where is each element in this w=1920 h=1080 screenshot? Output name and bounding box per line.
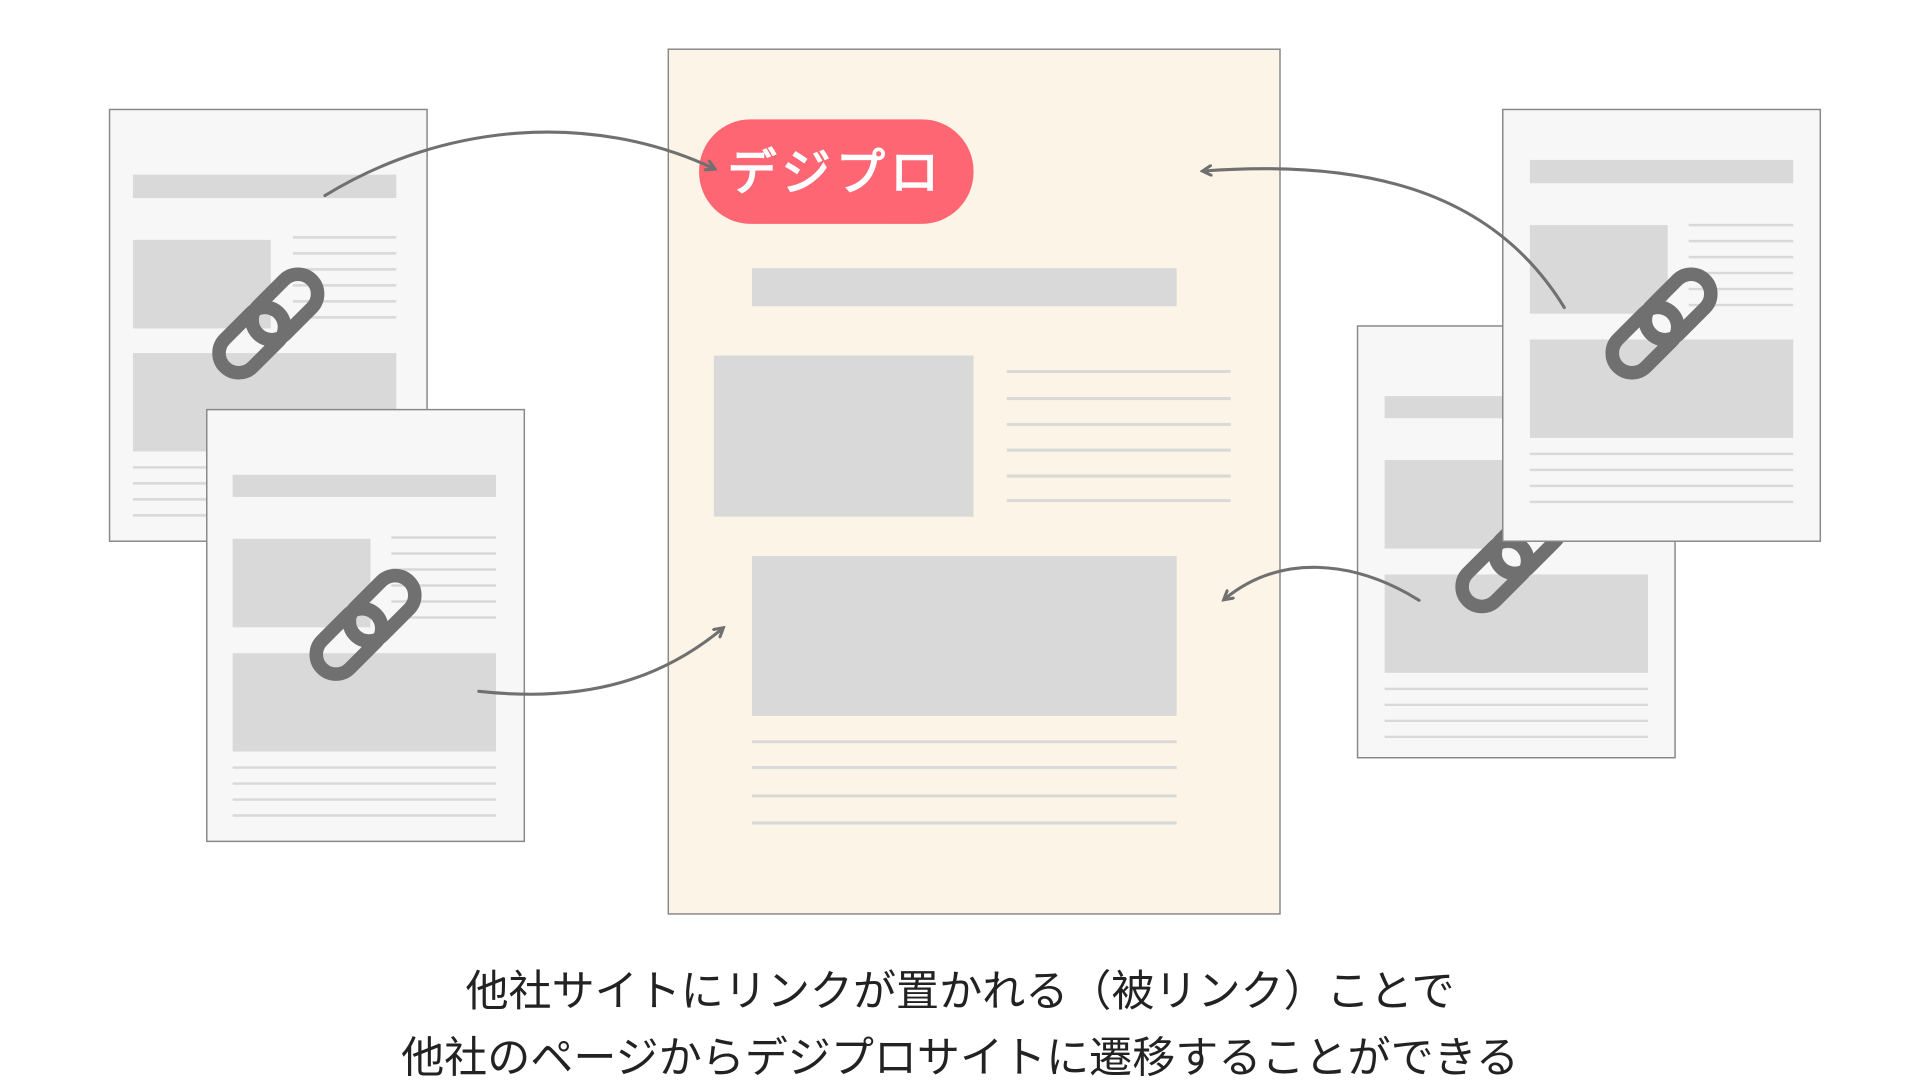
external-page-right-front — [1502, 108, 1822, 542]
logo-text: デジプロ — [727, 143, 944, 201]
arrow-icon — [323, 130, 1566, 696]
logo-badge — [699, 119, 974, 224]
main-site-page: デジプロ — [667, 48, 1281, 915]
caption-line-2: 他社のページからデジプロサイトに遷移することができる — [401, 1034, 1519, 1080]
external-page-left-front — [206, 408, 526, 843]
caption-line-1: 他社サイトにリンクが置かれる（被リンク）ことで — [465, 967, 1454, 1017]
